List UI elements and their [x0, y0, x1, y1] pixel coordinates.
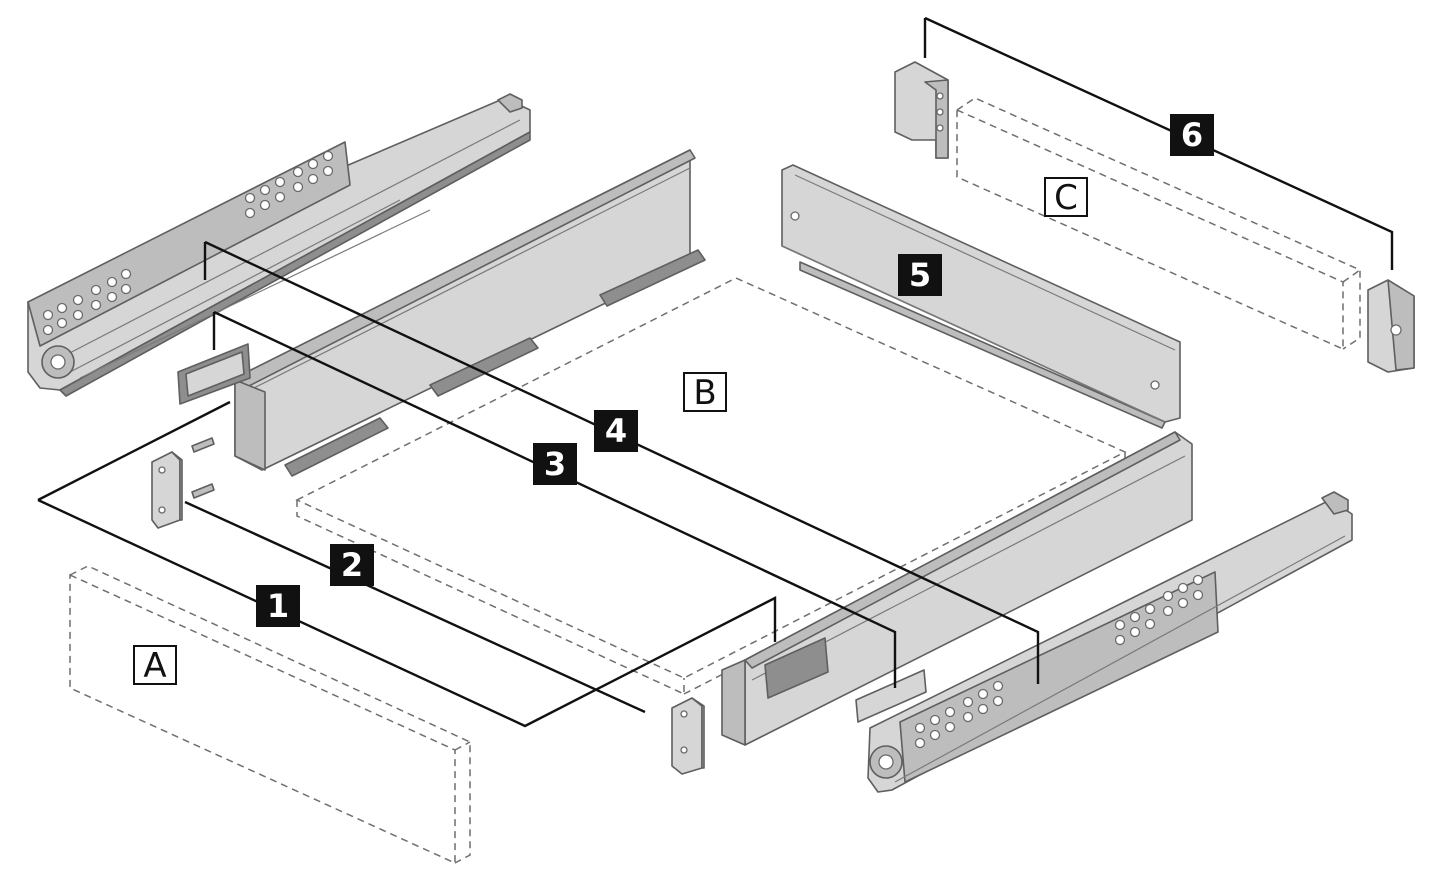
left-runner-rail [27, 93, 531, 397]
svg-text:5: 5 [909, 256, 931, 294]
svg-text:3: 3 [544, 445, 566, 483]
leader-line-3 [212, 310, 897, 688]
panel-label-c: C [1044, 177, 1088, 218]
panel-c-outline [956, 97, 1361, 351]
back-bracket-right [1367, 279, 1415, 373]
right-runner-rail [867, 491, 1353, 793]
callout-2: 2 [330, 544, 374, 586]
front-bracket-left [151, 451, 183, 529]
leader-line-6 [923, 16, 1394, 270]
right-runner-holes [914, 574, 1204, 749]
callout-1: 1 [256, 585, 300, 627]
left-drawer-side [234, 149, 706, 477]
svg-text:2: 2 [341, 546, 363, 584]
back-bracket-left [894, 61, 949, 159]
svg-text:B: B [693, 373, 716, 413]
svg-text:C: C [1054, 178, 1078, 218]
callout-3: 3 [533, 443, 577, 485]
svg-text:4: 4 [605, 412, 627, 450]
left-runner-holes [42, 150, 334, 336]
callout-6: 6 [1170, 114, 1214, 156]
svg-text:1: 1 [267, 587, 289, 625]
right-drawer-side [721, 431, 1193, 746]
rear-mounting-plate [177, 343, 251, 405]
left-side-clips [284, 249, 706, 477]
svg-text:6: 6 [1181, 116, 1203, 154]
leader-line-2 [184, 500, 646, 714]
back-panel [781, 164, 1181, 429]
screws [191, 437, 215, 499]
leader-lines [37, 16, 1394, 728]
panel-label-b: B [683, 372, 727, 413]
panel-label-a: A [133, 645, 177, 686]
callout-5: 5 [898, 254, 942, 296]
callout-4: 4 [594, 410, 638, 452]
leader-line-4 [203, 240, 1040, 684]
svg-text:A: A [143, 646, 166, 686]
front-mounting-plate [855, 669, 927, 723]
panel-a-outline [69, 565, 471, 865]
front-bracket-right [671, 697, 705, 775]
